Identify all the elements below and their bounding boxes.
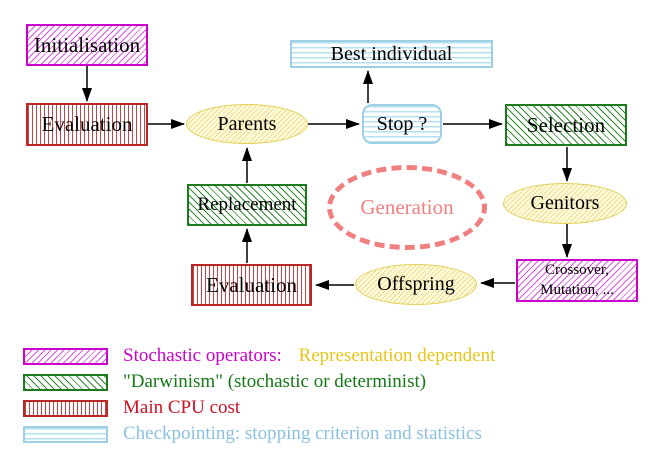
- node-crossover-mutation-label: Crossover, Mutation, ...: [540, 261, 614, 300]
- node-stop-label: Stop ?: [376, 112, 428, 135]
- node-evaluation-top-label: Evaluation: [41, 112, 133, 136]
- node-stop: Stop ?: [362, 104, 442, 144]
- legend-text-stochastic: Stochastic operators: Representation dep…: [123, 345, 495, 367]
- node-best-individual-label: Best individual: [330, 42, 453, 65]
- node-genitors: Genitors: [503, 183, 627, 224]
- crossover-line1: Crossover,: [545, 262, 609, 278]
- node-replacement: Replacement: [187, 184, 307, 226]
- node-crossover-mutation: Crossover, Mutation, ...: [516, 259, 638, 302]
- node-genitors-label: Genitors: [530, 192, 600, 214]
- node-replacement-label: Replacement: [197, 194, 297, 215]
- node-best-individual: Best individual: [290, 40, 493, 68]
- node-offspring: Offspring: [355, 264, 477, 305]
- node-evaluation-top: Evaluation: [26, 103, 148, 146]
- legend-swatch-magenta-hatch: [23, 347, 108, 365]
- node-selection-label: Selection: [526, 112, 606, 137]
- node-initialisation-label: Initialisation: [33, 32, 141, 57]
- legend-swatch-green-hatch: [23, 373, 108, 391]
- legend-text-cpu-cost: Main CPU cost: [123, 397, 240, 419]
- node-offspring-label: Offspring: [377, 273, 455, 295]
- legend-text-checkpointing: Checkpointing: stopping criterion and st…: [123, 423, 482, 445]
- node-selection: Selection: [505, 104, 627, 146]
- crossover-line2: Mutation, ...: [540, 281, 614, 298]
- legend-label-representation-dependent: Representation dependent: [298, 345, 496, 366]
- legend-label-stochastic-operators: Stochastic operators:: [123, 345, 282, 366]
- node-parents: Parents: [186, 104, 308, 144]
- legend-row-checkpointing: Checkpointing: stopping criterion and st…: [23, 423, 482, 445]
- legend-text-darwinism: "Darwinism" (stochastic or determinist): [123, 371, 426, 393]
- legend-label-darwinism: "Darwinism" (stochastic or determinist): [123, 371, 427, 392]
- node-generation: Generation: [327, 165, 487, 250]
- legend-swatch-cyan-hatch: [23, 425, 108, 443]
- node-evaluation-bottom: Evaluation: [191, 264, 312, 306]
- legend-swatch-red-hatch: [23, 399, 108, 417]
- legend-label-checkpointing: Checkpointing: stopping criterion and st…: [123, 423, 482, 444]
- node-generation-label: Generation: [360, 195, 454, 219]
- legend-row-cpu-cost: Main CPU cost: [23, 397, 240, 419]
- node-parents-label: Parents: [217, 112, 277, 135]
- legend-row-darwinism: "Darwinism" (stochastic or determinist): [23, 371, 426, 393]
- node-evaluation-bottom-label: Evaluation: [206, 272, 297, 297]
- node-initialisation: Initialisation: [26, 24, 148, 66]
- legend-row-stochastic: Stochastic operators: Representation dep…: [23, 345, 495, 367]
- legend-label-main-cpu-cost: Main CPU cost: [123, 397, 241, 418]
